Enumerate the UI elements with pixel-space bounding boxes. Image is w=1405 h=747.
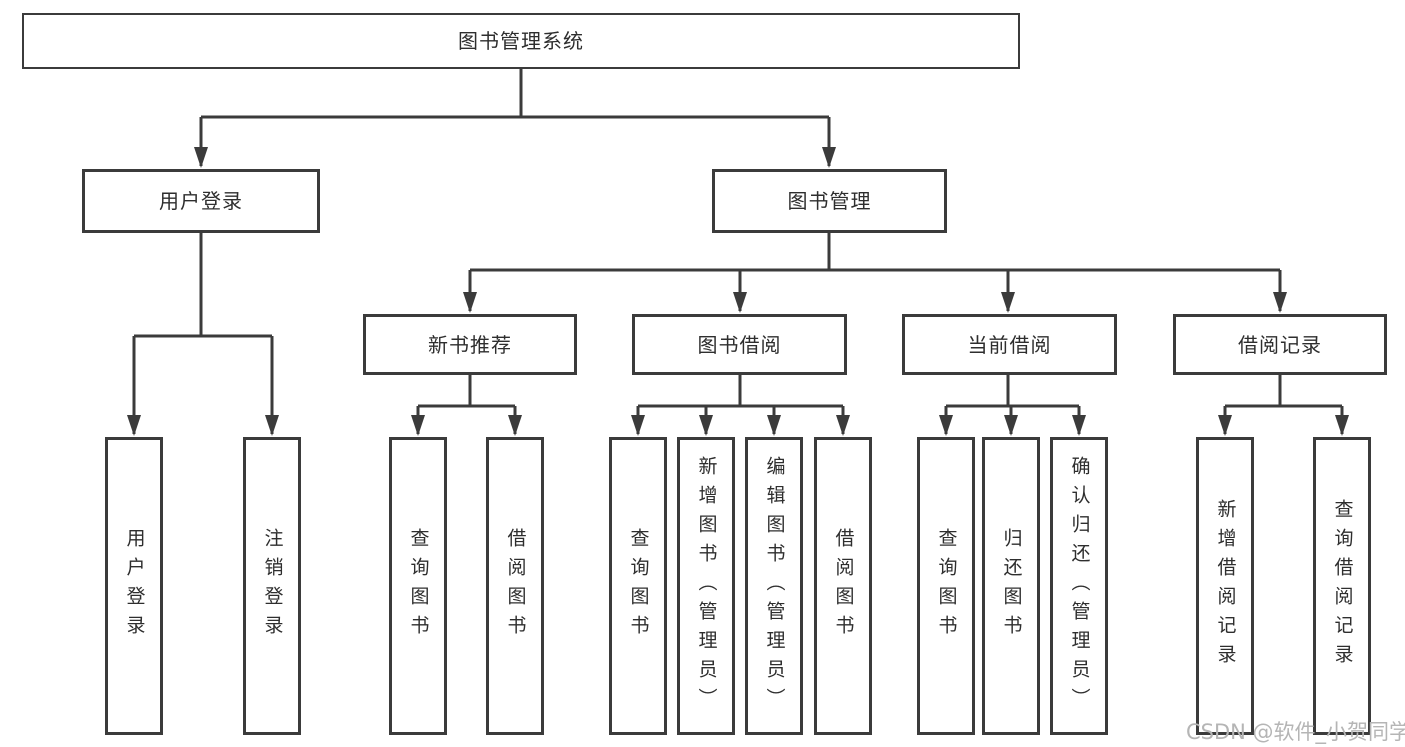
leaf-query-borrow-record: 查询借阅记录 xyxy=(1313,437,1371,735)
leaf-return-books: 归还图书 xyxy=(982,437,1040,735)
node-current-borrowing: 当前借阅 xyxy=(902,314,1117,375)
node-borrowing-records: 借阅记录 xyxy=(1173,314,1387,375)
node-book-management-label: 图书管理 xyxy=(787,189,872,213)
node-new-book-recommendation-label: 新书推荐 xyxy=(428,332,512,357)
leaf-borrow-books-recommend: 借阅图书 xyxy=(486,437,544,735)
root-node-label: 图书管理系统 xyxy=(458,29,584,53)
leaf-borrow-books-recommend-label: 借阅图书 xyxy=(504,528,527,644)
node-new-book-recommendation: 新书推荐 xyxy=(363,314,577,375)
leaf-query-books-recommend-label: 查询图书 xyxy=(407,528,430,644)
leaf-add-borrow-record-label: 新增借阅记录 xyxy=(1214,499,1237,673)
csdn-watermark: CSDN @软件_小贺同学 xyxy=(1186,720,1405,744)
node-book-borrowing: 图书借阅 xyxy=(632,314,847,375)
leaf-query-books-borrowing: 查询图书 xyxy=(609,437,667,735)
leaf-user-login-label: 用户登录 xyxy=(123,528,146,644)
leaf-query-books-current-label: 查询图书 xyxy=(935,528,958,644)
leaf-return-books-label: 归还图书 xyxy=(1000,528,1023,644)
leaf-user-login: 用户登录 xyxy=(105,437,163,735)
leaf-borrow-books: 借阅图书 xyxy=(814,437,872,735)
leaf-query-books-current: 查询图书 xyxy=(917,437,975,735)
node-borrowing-records-label: 借阅记录 xyxy=(1238,332,1322,357)
leaf-logout: 注销登录 xyxy=(243,437,301,735)
leaf-query-books-borrowing-label: 查询图书 xyxy=(627,528,650,644)
leaf-add-books-admin: 新增图书（管理员） xyxy=(677,437,735,735)
leaf-borrow-books-label: 借阅图书 xyxy=(832,528,855,644)
leaf-confirm-return-admin-label: 确认归还（管理员） xyxy=(1068,455,1091,717)
leaf-query-borrow-record-label: 查询借阅记录 xyxy=(1331,499,1354,673)
leaf-add-borrow-record: 新增借阅记录 xyxy=(1196,437,1254,735)
node-current-borrowing-label: 当前借阅 xyxy=(967,332,1052,357)
root-node-library-system: 图书管理系统 xyxy=(22,13,1020,69)
leaf-query-books-recommend: 查询图书 xyxy=(389,437,447,735)
node-user-login: 用户登录 xyxy=(82,169,320,233)
leaf-add-books-admin-label: 新增图书（管理员） xyxy=(695,455,718,717)
node-book-management: 图书管理 xyxy=(712,169,947,233)
leaf-edit-books-admin: 编辑图书（管理员） xyxy=(745,437,803,735)
leaf-logout-label: 注销登录 xyxy=(261,528,284,644)
node-user-login-label: 用户登录 xyxy=(159,189,243,213)
leaf-edit-books-admin-label: 编辑图书（管理员） xyxy=(763,455,786,717)
leaf-confirm-return-admin: 确认归还（管理员） xyxy=(1050,437,1108,735)
node-book-borrowing-label: 图书借阅 xyxy=(697,332,782,357)
